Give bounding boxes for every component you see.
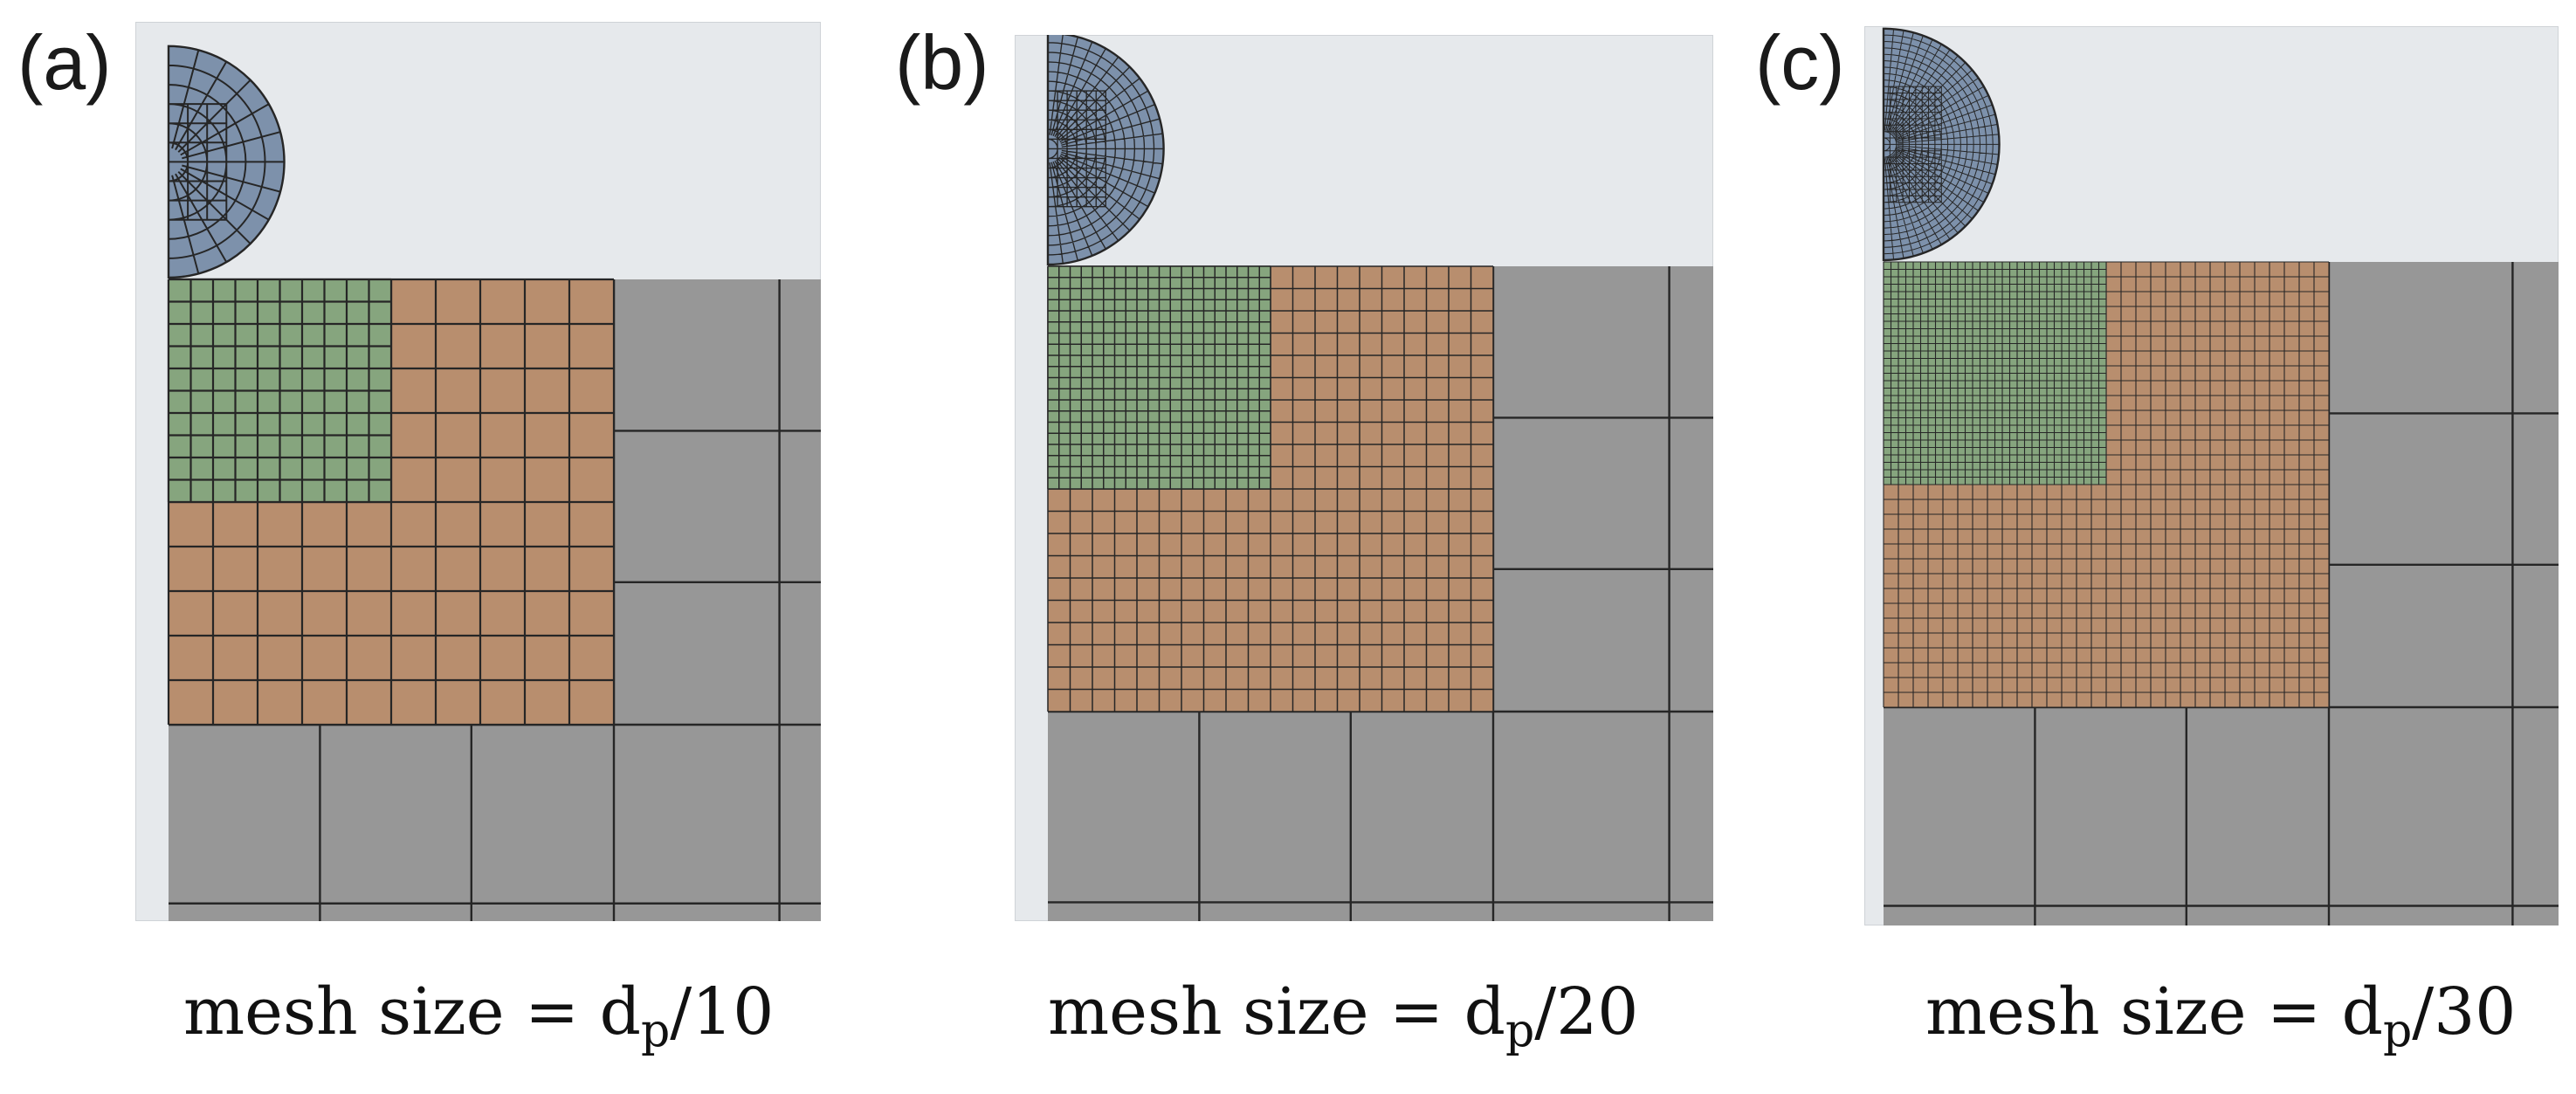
- caption-suffix: /20: [1534, 974, 1639, 1049]
- caption-subscript: p: [640, 1005, 671, 1057]
- panel-label: (c): [1755, 19, 1845, 106]
- panel-label: (b): [895, 19, 989, 106]
- panel-a: (a) mesh size = dp/10: [0, 0, 856, 1094]
- mesh-size-caption: mesh size = dp/20: [1048, 980, 1638, 1054]
- mesh-view: [135, 22, 821, 921]
- caption-prefix: mesh size = d: [183, 974, 641, 1049]
- panel-c: (c) mesh size = dp/30: [1738, 0, 2576, 1094]
- panel-label: (a): [17, 19, 112, 106]
- caption-subscript: p: [2382, 1005, 2413, 1057]
- mesh-diagram: [135, 22, 821, 921]
- mesh-diagram: [1015, 35, 1713, 921]
- fine-grid: [1883, 261, 2107, 485]
- mesh-view: [1015, 35, 1713, 921]
- mesh-size-caption: mesh size = dp/10: [183, 980, 774, 1054]
- particle-outline: [1046, 35, 1165, 266]
- caption-prefix: mesh size = d: [1925, 974, 2383, 1049]
- panel-b: (b) mesh size = dp/20: [873, 0, 1729, 1094]
- caption-subscript: p: [1505, 1005, 1535, 1057]
- caption-suffix: /10: [670, 974, 775, 1049]
- particle-outline: [1882, 27, 2001, 262]
- mesh-view: [1864, 26, 2559, 925]
- caption-suffix: /30: [2412, 974, 2517, 1049]
- mesh-size-caption: mesh size = dp/30: [1925, 980, 2516, 1054]
- fine-grid: [1047, 265, 1271, 490]
- mesh-diagram: [1864, 26, 2559, 925]
- particle-outline: [167, 45, 286, 279]
- fine-grid: [167, 278, 393, 504]
- caption-prefix: mesh size = d: [1048, 974, 1505, 1049]
